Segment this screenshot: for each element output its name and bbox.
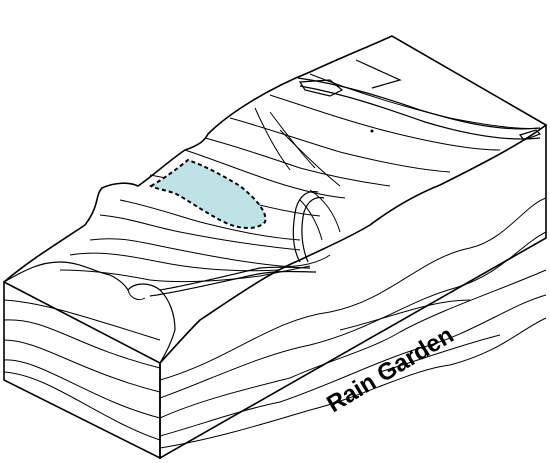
road-edge bbox=[518, 129, 542, 141]
diagram-caption: Rain Garden bbox=[322, 322, 458, 419]
top-surface bbox=[3, 35, 548, 364]
road bbox=[297, 59, 542, 141]
road-edge bbox=[355, 59, 402, 89]
rain-garden bbox=[148, 158, 267, 229]
side-strata-line bbox=[159, 317, 547, 449]
marker-dot bbox=[370, 129, 374, 133]
side-strata-line bbox=[159, 294, 547, 437]
front-strata-line bbox=[3, 339, 161, 393]
ridge-line bbox=[3, 261, 176, 364]
side-strata-line bbox=[379, 334, 501, 373]
side-face-outline bbox=[159, 125, 547, 460]
contour-lines bbox=[59, 73, 541, 283]
side-strata-line bbox=[339, 299, 471, 331]
contour-line bbox=[184, 149, 346, 199]
contour-line bbox=[99, 214, 301, 251]
contour-line bbox=[119, 199, 301, 241]
front-strata-line bbox=[3, 319, 161, 369]
drainage-swale bbox=[149, 190, 325, 297]
road-edge bbox=[299, 85, 541, 140]
contour-line bbox=[269, 111, 316, 169]
swale-line bbox=[292, 190, 319, 263]
contour-line bbox=[309, 189, 341, 233]
swale-line bbox=[159, 266, 311, 291]
contour-line bbox=[279, 129, 341, 187]
road-edge bbox=[298, 79, 344, 97]
contour-line bbox=[254, 107, 291, 171]
side-face bbox=[159, 125, 547, 460]
contour-line bbox=[229, 117, 451, 173]
front-face bbox=[3, 280, 161, 460]
front-strata-line bbox=[3, 299, 161, 341]
contour-line bbox=[89, 238, 331, 267]
contour-line bbox=[59, 265, 311, 283]
contour-line bbox=[269, 94, 501, 151]
contour-line bbox=[69, 252, 281, 272]
contour-line bbox=[299, 199, 323, 241]
side-strata-line bbox=[159, 269, 547, 419]
road-edge bbox=[297, 77, 541, 130]
side-strata-line bbox=[159, 231, 547, 399]
front-strata-line bbox=[3, 359, 161, 419]
rain-garden-area bbox=[148, 158, 267, 229]
contour-line bbox=[204, 137, 391, 187]
side-strata-line bbox=[159, 197, 547, 381]
top-surface-outline bbox=[3, 35, 548, 364]
front-strata-line bbox=[3, 371, 161, 441]
front-face-outline bbox=[3, 280, 161, 460]
swale-line bbox=[149, 270, 317, 297]
ridge-line bbox=[127, 289, 146, 301]
swale-line bbox=[301, 196, 325, 263]
